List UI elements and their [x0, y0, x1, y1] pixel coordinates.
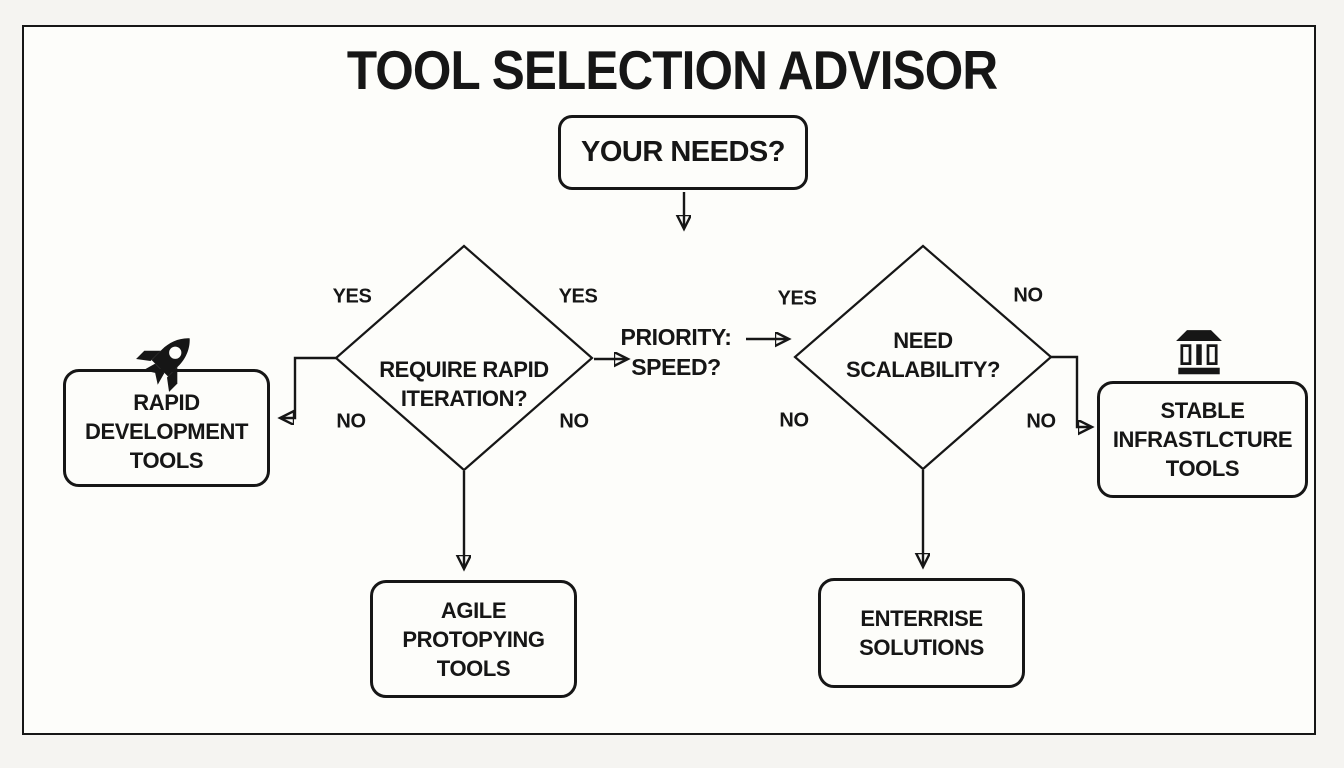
node-your-needs: YOUR NEEDS? [558, 115, 808, 190]
node-stable-infrastructure-tools: STABLE INFRASTLCTURE TOOLS [1097, 381, 1308, 498]
node-enterprise-solutions-label: ENTERRISE SOLUTIONS [859, 606, 984, 660]
edge-label-iteration-top-right: YES [558, 285, 598, 308]
page-title: TOOL SELECTION ADVISOR [346, 39, 998, 101]
decision-diamond-iteration [334, 244, 594, 472]
node-agile-prototyping-tools-label: AGILE PROTOPYING TOOLS [402, 597, 545, 681]
node-rapid-development-tools: RAPID DEVELOPMENT TOOLS [63, 369, 270, 487]
node-agile-prototyping-tools: AGILE PROTOPYING TOOLS [370, 580, 577, 698]
edge-label-iteration-bottom-left: NO [336, 410, 366, 433]
node-rapid-development-tools-label: RAPID DEVELOPMENT TOOLS [84, 389, 249, 473]
bank-icon [1176, 330, 1222, 375]
edge-scalability-right-elbow [1051, 355, 1091, 427]
node-require-rapid-iteration-label: REQUIRE RAPID ITERATION? [379, 357, 549, 411]
edge-iteration-left-elbow [281, 356, 336, 418]
node-need-scalability-label: NEED SCALABILITY? [845, 328, 1001, 382]
decision-diamond-scalability [793, 244, 1053, 471]
node-your-needs-label: YOUR NEEDS? [581, 136, 785, 168]
edge-label-scalability-top-left: YES [777, 287, 817, 310]
edge-label-scalability-top-right: NO [1013, 284, 1043, 307]
edge-label-iteration-top-left: YES [332, 285, 372, 308]
node-enterprise-solutions: ENTERRISE SOLUTIONS [818, 578, 1025, 688]
node-priority-speed-label: PRIORITY: SPEED? [620, 324, 732, 380]
edge-label-iteration-bottom-right: NO [559, 410, 589, 433]
edge-label-scalability-bottom-left: NO [779, 409, 809, 432]
edge-label-scalability-bottom-right: NO [1026, 410, 1056, 433]
rocket-icon [136, 338, 190, 392]
node-stable-infrastructure-tools-label: STABLE INFRASTLCTURE TOOLS [1112, 398, 1293, 481]
